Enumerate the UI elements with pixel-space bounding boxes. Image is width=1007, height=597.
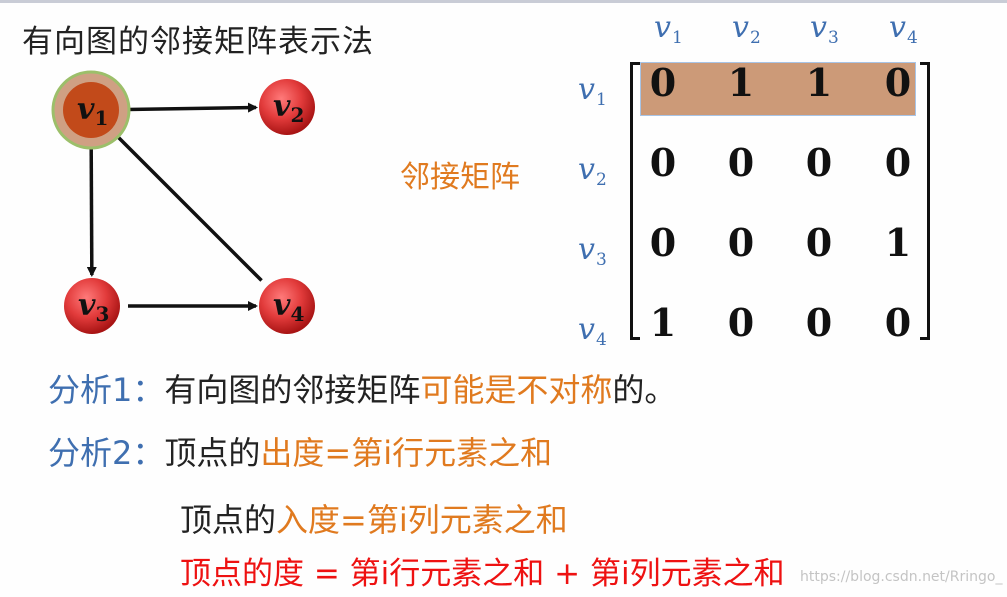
node-v3-circle: [64, 278, 120, 334]
column-header-1: v1: [654, 10, 683, 48]
analysis-2-label: 分析2：: [48, 434, 165, 472]
top-divider: [0, 0, 1007, 3]
edge-v1-v3: [86, 145, 97, 278]
matrix-left-bracket: [630, 62, 640, 340]
analysis-1-text: 有向图的邻接矩阵: [164, 371, 421, 409]
in-degree-text: 入度=第i列元素之和: [276, 501, 568, 539]
out-degree-text: 出度=第i行元素之和: [260, 434, 553, 472]
matrix-label: 邻接矩阵: [400, 160, 520, 195]
matrix-right-bracket: [920, 62, 930, 340]
matrix-cell-r2-c1: 0: [649, 140, 677, 185]
highlighted-row: [640, 62, 916, 116]
analysis-1-label: 分析1：: [48, 371, 165, 409]
analysis-3-prefix: 顶点的: [180, 501, 277, 539]
analysis-1: 分析1：有向图的邻接矩阵可能是不对称的。: [48, 365, 676, 411]
node-v2: v2: [259, 79, 315, 135]
analysis-2-prefix: 顶点的: [164, 434, 261, 472]
analysis-2: 分析2：顶点的出度=第i行元素之和: [48, 428, 552, 474]
matrix-cell-r4-c1: 1: [649, 300, 677, 345]
matrix-cell-r4-c2: 0: [727, 300, 755, 345]
node-v3: v3: [64, 278, 120, 334]
row-header-4: v4: [578, 312, 607, 350]
matrix-cell-r3-c1: 0: [649, 220, 677, 265]
row-header-1: v1: [578, 72, 607, 110]
matrix-cell-r1-c2: 1: [727, 60, 755, 105]
edge-v4-v1: [111, 130, 263, 282]
matrix-cell-r4-c3: 0: [805, 300, 833, 345]
directed-graph: v1 v2 v3 v4: [51, 70, 315, 334]
node-v1: v1: [51, 70, 131, 150]
analysis-1-tail: 的。: [612, 371, 677, 409]
node-v4-circle: [259, 278, 315, 334]
row-header-2: v2: [578, 152, 607, 190]
column-header-3: v3: [810, 10, 839, 48]
node-v1-label: v1: [77, 92, 108, 130]
matrix-cell-r3-c3: 0: [805, 220, 833, 265]
node-v1-circle: [63, 82, 119, 138]
degree-formula: 顶点的度 = 第i行元素之和 + 第i列元素之和: [180, 556, 785, 592]
matrix-cell-r2-c4: 0: [884, 140, 912, 185]
analysis-3: 顶点的入度=第i列元素之和: [180, 495, 568, 541]
matrix-cell-r2-c3: 0: [805, 140, 833, 185]
watermark: https://blog.csdn.net/Rringo_: [800, 569, 1003, 585]
matrix-cell-r2-c2: 0: [727, 140, 755, 185]
matrix-cell-r1-c3: 1: [805, 60, 833, 105]
analysis-1-emphasis: 可能是不对称: [420, 371, 613, 409]
column-header-2: v2: [732, 10, 761, 48]
matrix-cell-r1-c1: 0: [649, 60, 677, 105]
column-header-4: v4: [889, 10, 918, 48]
matrix-cell-r3-c4: 1: [884, 220, 912, 265]
page-title: 有向图的邻接矩阵表示法: [22, 24, 374, 60]
edge-v1-v2: [126, 102, 259, 113]
matrix-cell-r4-c4: 0: [884, 300, 912, 345]
matrix-cell-r1-c4: 0: [884, 60, 912, 105]
matrix-cell-r3-c2: 0: [727, 220, 755, 265]
node-v2-circle: [259, 79, 315, 135]
row-header-3: v3: [578, 232, 607, 270]
node-v4: v4: [259, 278, 315, 334]
